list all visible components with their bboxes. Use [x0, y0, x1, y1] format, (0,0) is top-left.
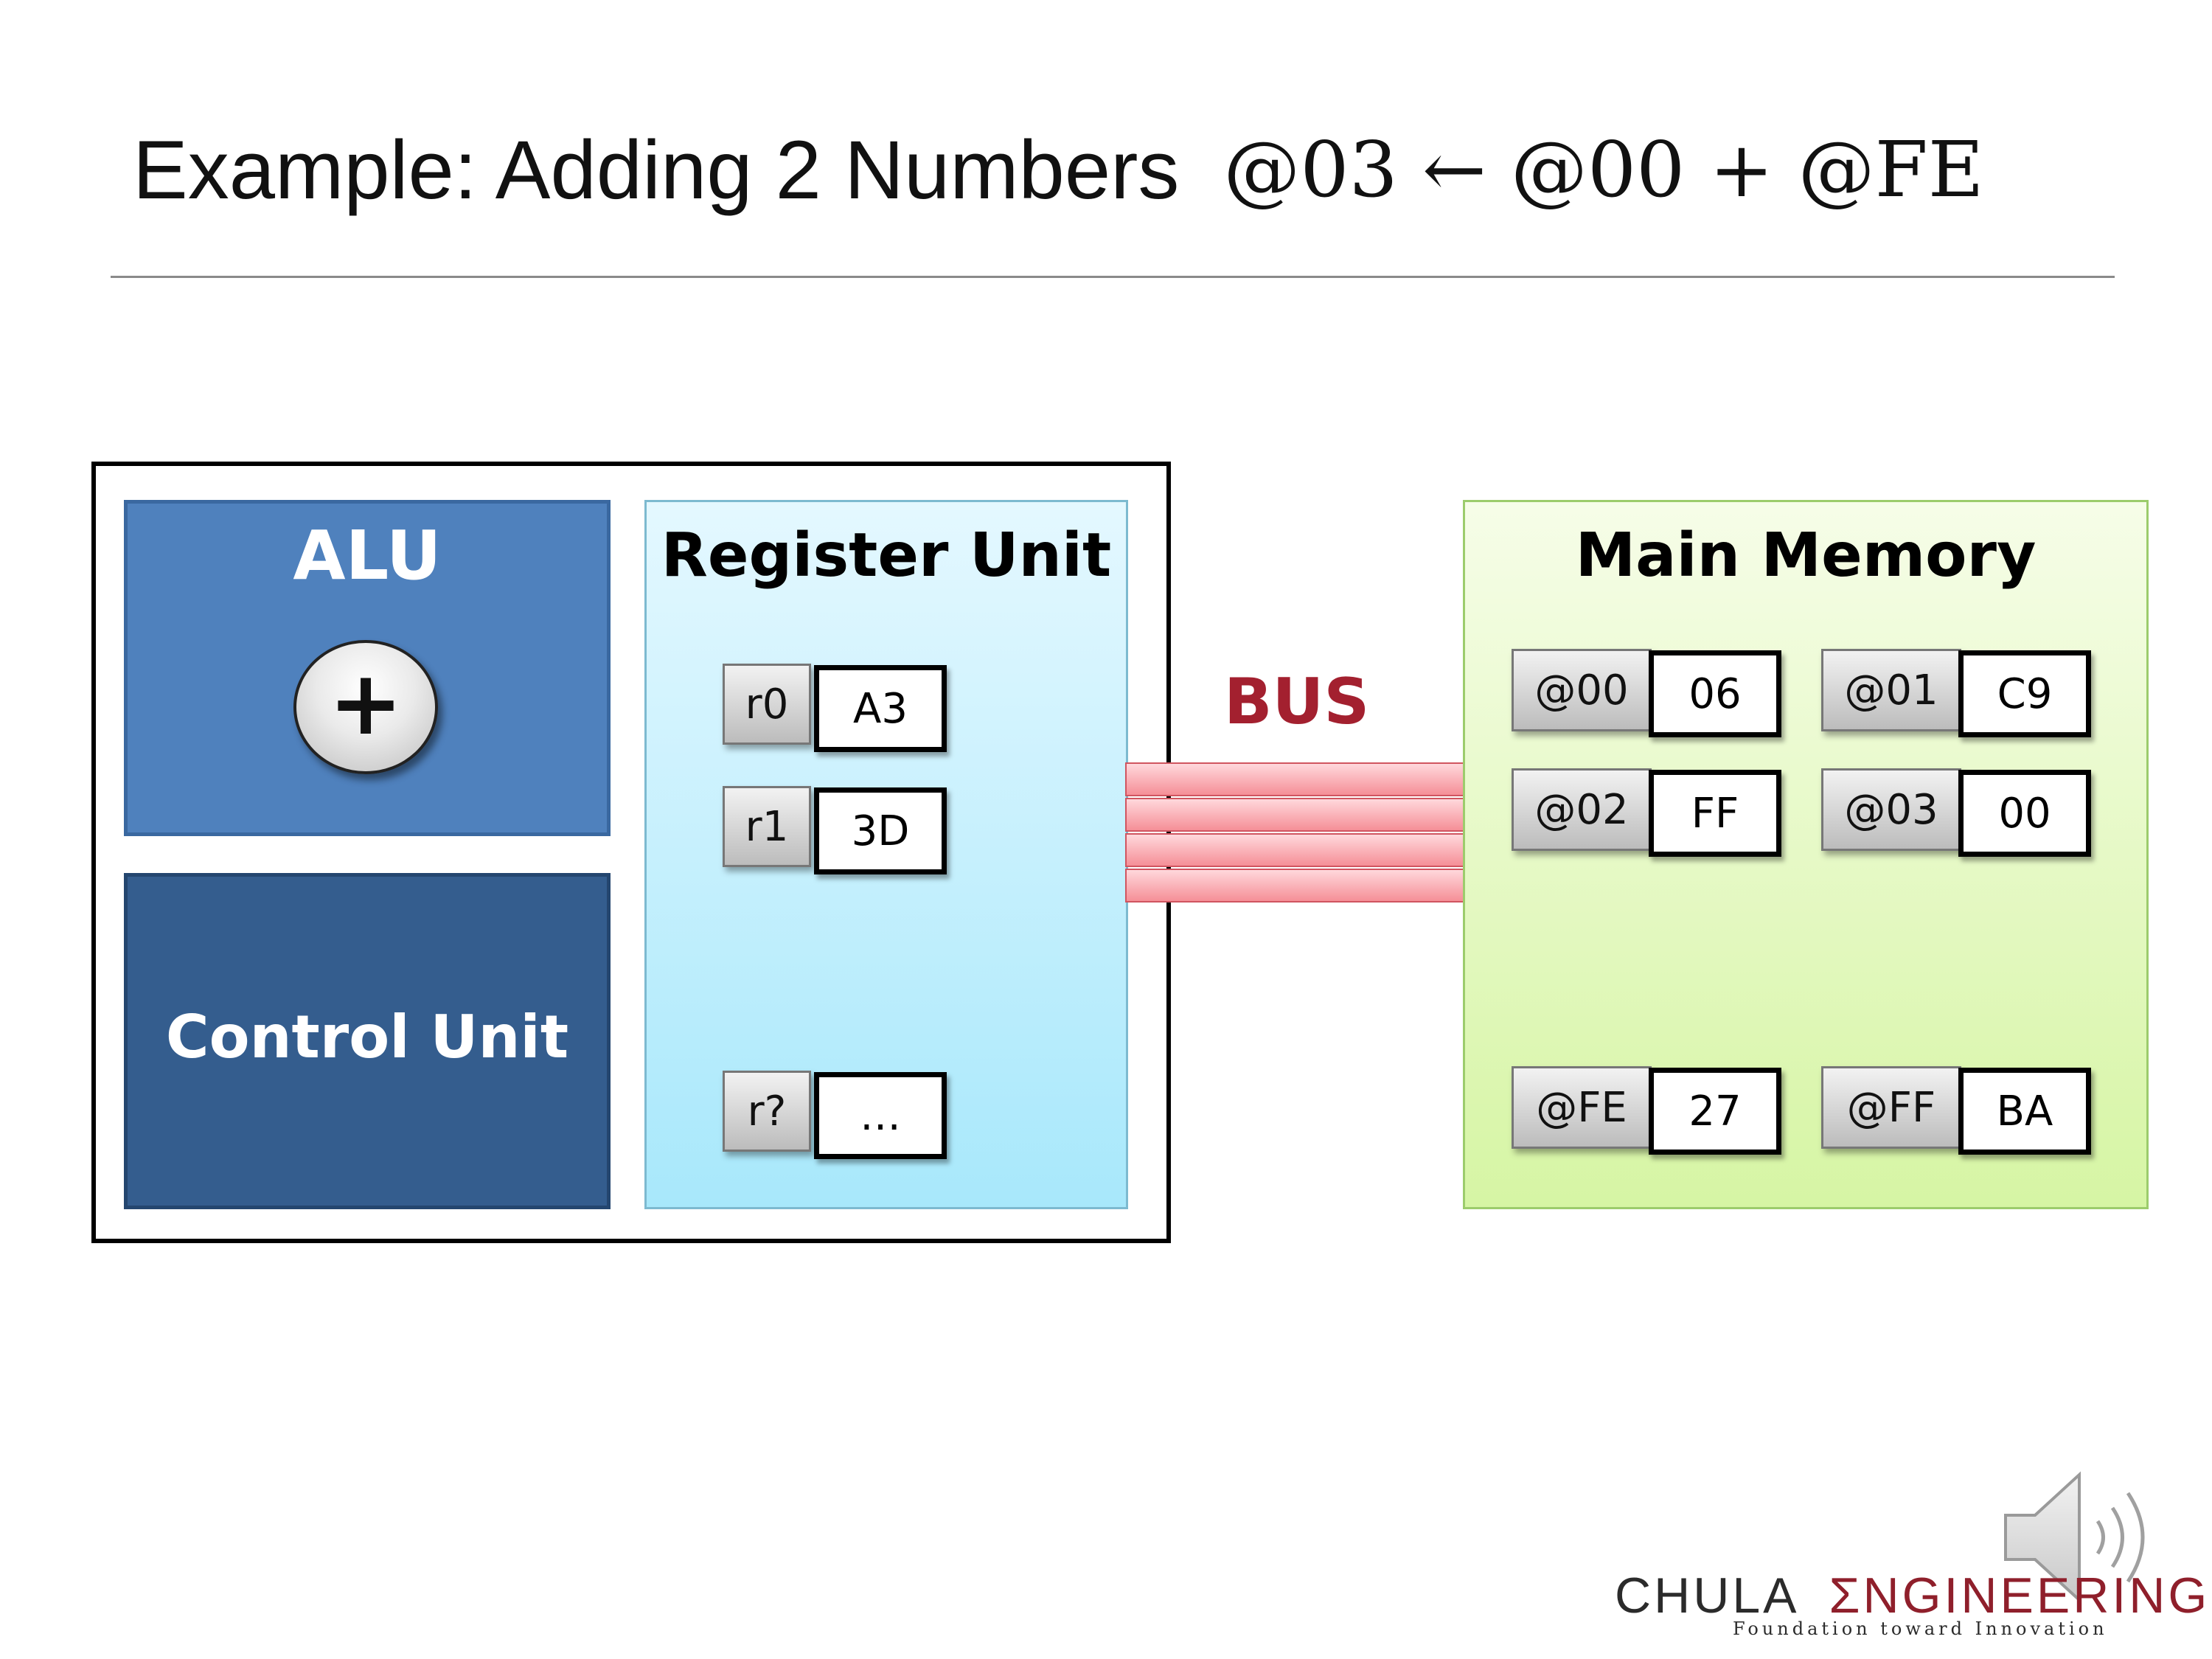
add-operator-button[interactable]: +: [293, 640, 438, 774]
title-equation: @03 ← @00 + @FE: [1223, 125, 1984, 215]
memory-address: @00: [1512, 649, 1652, 731]
title-divider: [111, 276, 2115, 278]
title-text: Example: Adding 2 Numbers: [133, 123, 1180, 216]
memory-address: @02: [1512, 768, 1652, 851]
chula-engineering-logo: CHULA ΣNGINEERING: [1615, 1567, 2210, 1624]
slide-title: Example: Adding 2 Numbers @03 ← @00 + @F…: [133, 111, 1984, 229]
memory-value: 00: [1958, 770, 2091, 857]
control-unit-label: Control Unit: [165, 1003, 569, 1071]
bus-line: [1125, 869, 1464, 902]
logo-tagline: Foundation toward Innovation: [1733, 1618, 2108, 1639]
alu-label: ALU: [293, 516, 442, 595]
register-value: …: [814, 1072, 947, 1159]
register-value: 3D: [814, 787, 947, 874]
memory-address: @03: [1821, 768, 1961, 851]
register-name: r?: [723, 1071, 811, 1152]
logo-chula-text: CHULA: [1615, 1568, 1800, 1624]
memory-value: C9: [1958, 650, 2091, 737]
memory-value: 06: [1649, 650, 1781, 737]
main-memory-label: Main Memory: [1575, 521, 2037, 591]
memory-value: BA: [1958, 1068, 2091, 1155]
logo-engineering-text: ΣNGINEERING: [1829, 1568, 2211, 1624]
bus-line: [1125, 833, 1464, 867]
register-name: r0: [723, 664, 811, 745]
bus-label: BUS: [1224, 665, 1370, 739]
plus-icon: +: [328, 653, 403, 755]
register-unit-label: Register Unit: [661, 521, 1112, 591]
memory-value: FF: [1649, 770, 1781, 857]
memory-address: @FE: [1512, 1066, 1652, 1149]
memory-address: @01: [1821, 649, 1961, 731]
bus-line: [1125, 798, 1464, 832]
control-unit-block: [124, 873, 611, 1209]
register-name: r1: [723, 786, 811, 867]
speaker-icon[interactable]: [1998, 1464, 2175, 1611]
memory-address: @FF: [1821, 1066, 1961, 1149]
memory-value: 27: [1649, 1068, 1781, 1155]
bus-line: [1125, 762, 1464, 796]
register-value: A3: [814, 665, 947, 752]
